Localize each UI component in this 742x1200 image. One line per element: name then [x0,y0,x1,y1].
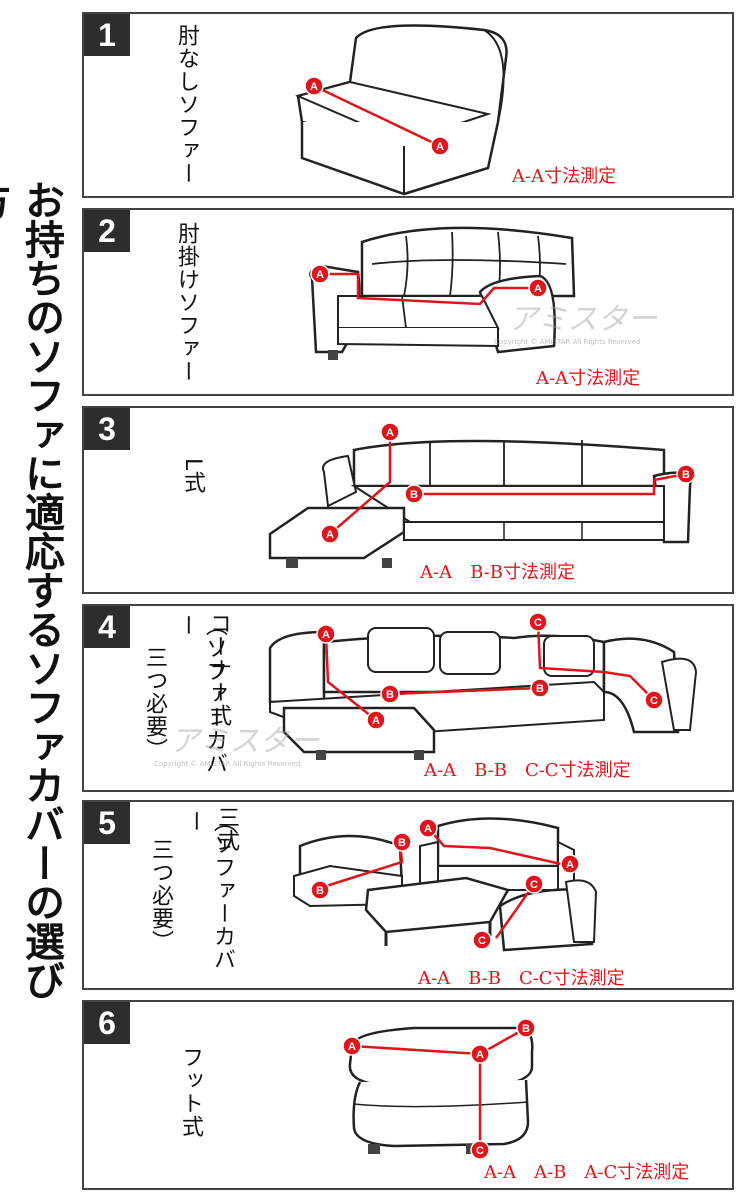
marker-b: B [316,885,324,897]
marker-a: A [424,823,432,835]
marker-a: A [326,529,334,541]
measurement-note: A-A B-B C-C寸法測定 [418,968,625,989]
sofa-type-label: 肘なしソファー [174,24,199,185]
marker-a: A [534,283,542,295]
marker-c: C [478,935,486,947]
sofa-type-note: 三つ必要） [142,646,167,761]
measurement-note: A-A B-B C-C寸法測定 [424,760,631,781]
marker-a: A [386,427,394,439]
panel-corner-sofa: 4 コーナー式 （ソファーカバー 三つ必要） A A B B C C アミスター… [82,604,734,792]
marker-c: C [650,695,658,707]
armless-sofa-illustration: A A [294,24,508,196]
watermark-copyright: Copyright © AMISTAR All Rights Reserved [494,338,641,346]
panel-number: 2 [84,210,130,252]
marker-a: A [436,141,444,153]
marker-c: C [530,879,538,891]
sofa-type-note: （ソファーカバー [174,614,227,775]
measurement-note: A-A寸法測定 [512,166,617,187]
panel-three-piece-sofa: 5 三式 （ソファーカバー 三つ必要） B B A A C C A-A B-B … [82,800,734,990]
page-title: お持ちのソファに適応するソファカバーの選び方 [0,180,64,999]
marker-a: A [566,859,574,871]
l-shaped-sofa-illustration: A A B B [268,422,696,568]
marker-a: A [310,81,318,93]
watermark: アミスター [170,724,320,759]
three-piece-sofa-illustration: B B A A C C [293,817,598,952]
sofa-type-note: （ソファーカバー [182,810,235,971]
watermark: アミスター [508,302,658,337]
watermark-copyright: Copyright © AMISTAR All Rights Reserved [154,760,301,768]
panel-armless-sofa: 1 肘なしソファー A A A-A寸法測定 [82,12,734,198]
marker-b: B [386,689,394,701]
panel-number: 6 [84,1002,130,1044]
panel-number: 4 [84,606,130,648]
panel-number: 3 [84,408,130,450]
marker-c: C [534,617,542,629]
sofa-type-note: 三つ必要） [148,838,173,953]
sofa-type-label: 肘掛けソファー [174,222,199,383]
marker-b: B [682,469,690,481]
sofa-type-label: フット式 [178,1046,203,1138]
marker-b: B [398,837,406,849]
marker-b: B [410,489,418,501]
armrest-sofa-illustration: A A [309,226,576,360]
measurement-note: A-A B-B寸法測定 [420,562,575,583]
marker-a: A [348,1041,356,1053]
panel-footstool: 6 フット式 A A B C A-A A-B A-C寸法測定 [82,1000,734,1190]
marker-a: A [476,1049,484,1061]
measurement-note: A-A A-B A-C寸法測定 [484,1162,690,1183]
measurement-note: A-A寸法測定 [536,368,641,389]
panel-l-shaped-sofa: 3 L式 A A B B A-A B-B寸法測定 [82,406,734,594]
panel-armrest-sofa: 2 肘掛けソファー A A アミスター Copyright © AMISTAR … [82,208,734,396]
footstool-illustration: A A B C [342,1018,536,1160]
marker-b: B [536,683,544,695]
sofa-type-label: コーナー式 [206,612,231,727]
panel-number: 5 [84,802,130,844]
panel-number: 1 [84,14,130,56]
sofa-type-label: 三式 [214,806,239,852]
sofa-type-label: L式 [180,458,205,495]
marker-b: B [522,1023,530,1035]
marker-a: A [372,715,380,727]
marker-a: A [316,269,324,281]
marker-a: A [322,629,330,641]
marker-c: C [476,1145,484,1157]
corner-sofa-illustration: A A B B C C [268,612,698,760]
